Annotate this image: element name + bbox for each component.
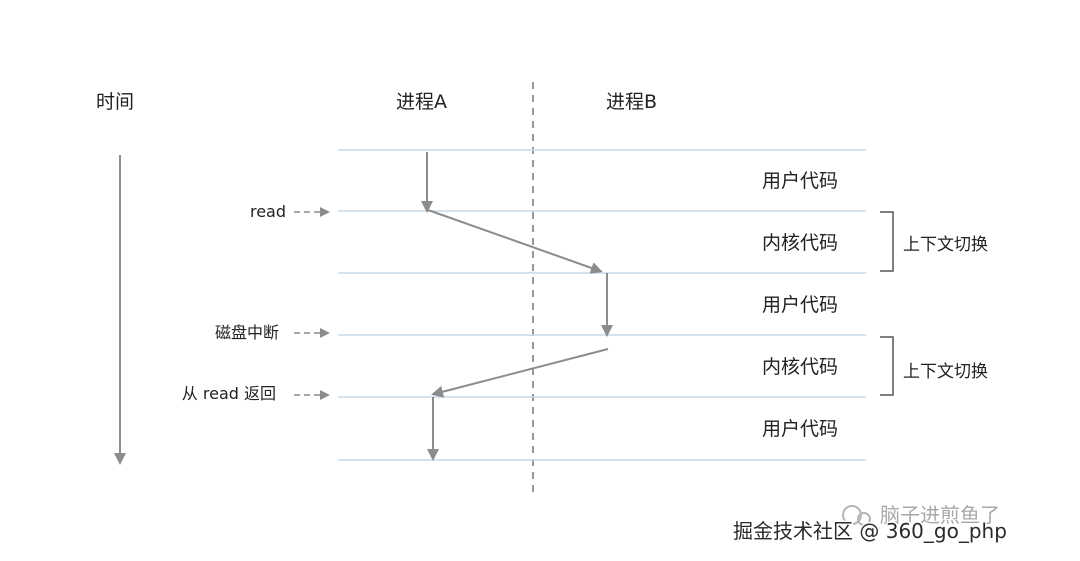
event-label-return-from-read: 从 read 返回 [182,384,276,403]
time-axis-title: 时间 [96,91,134,113]
band-label-user-code-2: 用户代码 [762,294,838,316]
event-label-read: read [250,202,286,221]
context-switch-label-1: 上下文切换 [903,235,988,255]
context-switch-label-2: 上下文切换 [903,362,988,382]
band-label-kernel-code-1: 内核代码 [762,232,838,254]
watermark-wechat-name: 脑子进煎鱼了 [880,503,1000,527]
flow-arrow-a-to-b-kernel [427,209,603,274]
event-label-disk-interrupt: 磁盘中断 [215,323,279,342]
context-switch-bracket-2 [880,336,894,396]
flow-arrow-b-to-a-kernel [431,348,609,398]
process-b-title: 进程B [606,91,657,113]
process-a-title: 进程A [396,91,447,113]
wechat-logo-icon [842,505,871,526]
band-label-kernel-code-2: 内核代码 [762,356,838,378]
band-label-user-code-1: 用户代码 [762,170,838,192]
watermark-juejin: 掘金技术社区 @ 360_go_php [733,519,1007,543]
context-switch-bracket-1 [880,211,894,272]
band-label-user-code-3: 用户代码 [762,418,838,440]
